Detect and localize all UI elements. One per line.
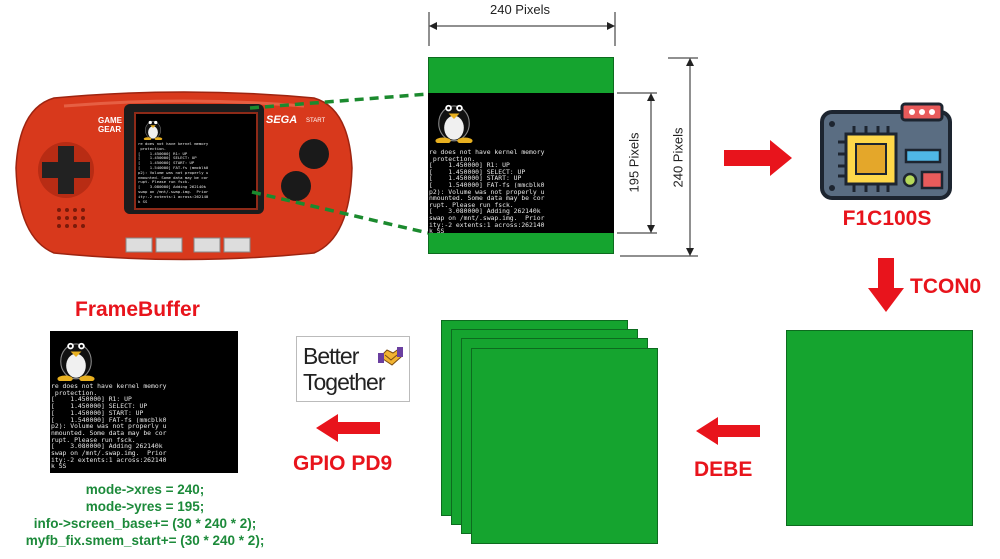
tux-icon — [57, 342, 95, 381]
chip-icon — [818, 100, 956, 200]
width-dimension-label: 240 Pixels — [490, 2, 550, 17]
cpu-chip-icon — [820, 102, 952, 200]
game-gear-device: GAME GEAR SEGA START re does not have ke… — [14, 88, 354, 263]
code-block: mode->xres = 240; mode->yres = 195; info… — [0, 481, 290, 549]
framebuffer-label: FrameBuffer — [75, 298, 200, 321]
arrow-tcon-to-debe — [696, 417, 760, 445]
zoomed-screen-frame: re does not have kernel memory protectio… — [428, 57, 614, 254]
tcon-output-frame — [786, 330, 973, 526]
arrow-debe-to-gpio — [316, 414, 380, 442]
full-height-arrow — [620, 57, 698, 257]
code-line-yres: mode->yres = 195; — [85, 499, 205, 514]
logo-line1: Better — [303, 343, 359, 369]
gpio-label: GPIO PD9 — [293, 452, 393, 475]
device-start-text: START — [306, 118, 326, 124]
layer-stack-4 — [471, 348, 658, 544]
code-line-screen-base: info->screen_base+= (30 * 240 * 2); — [33, 516, 257, 531]
arrow-to-chip — [724, 140, 792, 176]
framebuffer-console-text: re does not have kernel memory protectio… — [51, 382, 167, 471]
device-brand-text: GAME GEAR — [98, 116, 122, 134]
tux-icon — [435, 104, 473, 143]
tcon-label: TCON0 — [910, 275, 982, 298]
handshake-icon — [378, 347, 403, 366]
full-height-label: 240 Pixels — [670, 127, 686, 188]
framebuffer-screen: re does not have kernel memory protectio… — [50, 331, 238, 473]
code-line-xres: mode->xres = 240; — [85, 482, 205, 497]
tux-icon — [143, 120, 163, 140]
arrow-chip-to-tcon — [868, 258, 904, 312]
debe-label: DEBE — [694, 458, 753, 481]
visible-height-arrow — [617, 92, 657, 234]
device-console-text: re does not have kernel memory protectio… — [138, 141, 209, 204]
zoomed-console-text: re does not have kernel memory protectio… — [429, 148, 545, 233]
width-dimension-arrow — [428, 12, 616, 46]
zoomed-screen-content: re does not have kernel memory protectio… — [428, 93, 614, 233]
better-together-logo: Better Together — [296, 336, 410, 402]
logo-line2: Together — [303, 369, 386, 395]
device-screen: re does not have kernel memory protectio… — [134, 112, 258, 210]
code-line-smem-start: myfb_fix.smem_start+= (30 * 240 * 2); — [25, 533, 265, 548]
chip-label: F1C100S — [842, 207, 932, 230]
device-logo-text: SEGA — [266, 114, 298, 126]
